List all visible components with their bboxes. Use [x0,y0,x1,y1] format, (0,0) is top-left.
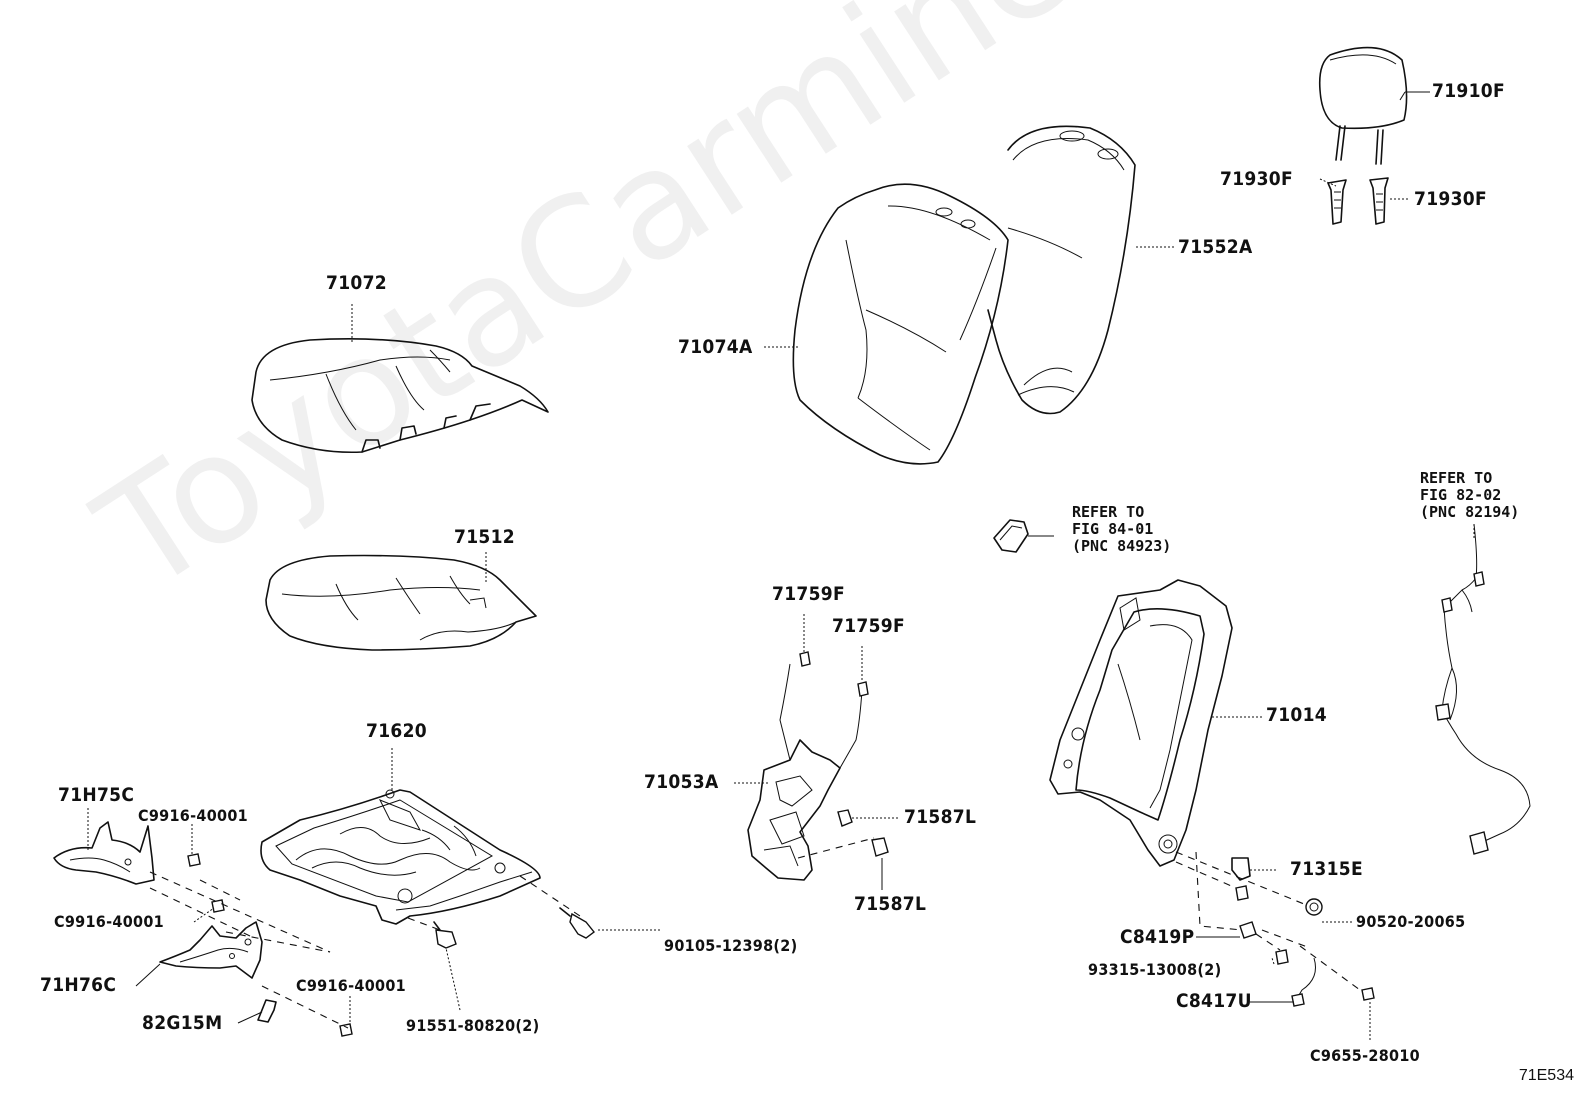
side-cover-upper [53,821,155,885]
small-fasteners [187,853,1375,1037]
label-71074a: 71074A [678,336,753,358]
label-93315-13008: 93315-13008(2) [1088,960,1222,979]
label-71552a: 71552A [1178,236,1253,258]
label-71759f-a: 71759F [772,583,845,605]
seatback-pad [792,183,1009,465]
assembly-lines [149,837,1361,1029]
side-cover-lower [159,921,263,979]
headrest [1318,46,1408,165]
label-c9916-40001-b: C9916-40001 [54,912,164,931]
bracket-82g15m [257,999,277,1023]
label-71h76c: 71H76C [40,974,117,996]
label-c9916-40001-c: C9916-40001 [296,976,406,995]
refer-switch-line1: REFER TO [1072,503,1145,521]
refer-switch-line3: (PNC 84923) [1072,537,1172,555]
label-71587l-b: 71587L [854,893,927,915]
cushion-cover [251,338,549,454]
label-c8419p: C8419P [1120,926,1195,948]
label-71053a: 71053A [644,771,719,793]
headrest-supports [1327,177,1389,225]
label-91551-80820: 91551-80820(2) [406,1016,540,1035]
label-c8417u: C8417U [1176,990,1252,1012]
label-71587l-a: 71587L [904,806,977,828]
wire-harness [1435,523,1531,855]
refer-harness-line3: (PNC 82194) [1420,503,1520,521]
label-71620: 71620 [366,720,427,742]
label-90520-20065: 90520-20065 [1356,912,1466,931]
label-90105-12398: 90105-12398(2) [664,936,798,955]
label-71930f-right: 71930F [1414,188,1487,210]
label-71014: 71014 [1266,704,1327,726]
refer-to-switch: REFER TO FIG 84-01 (PNC 84923) [1072,504,1171,555]
leader-lines [87,91,1475,1040]
label-71910f: 71910F [1432,80,1505,102]
cushion-pad [265,554,537,651]
cushion-frame [260,789,541,925]
diagram-code: 71E534 [1518,1067,1574,1084]
lumbar-support [747,651,889,881]
label-71759f-b: 71759F [832,615,905,637]
refer-switch-line2: FIG 84-01 [1072,520,1154,538]
seatback-cover [987,125,1136,415]
refer-harness-line2: FIG 82-02 [1420,486,1502,504]
label-71315e: 71315E [1290,858,1363,880]
label-71930f-left: 71930F [1220,168,1293,190]
label-c9655-28010: C9655-28010 [1310,1046,1420,1065]
switch-part [993,519,1029,553]
label-71072: 71072 [326,272,387,294]
label-71512: 71512 [454,526,515,548]
refer-to-harness: REFER TO FIG 82-02 (PNC 82194) [1420,470,1519,521]
label-71h75c: 71H75C [58,784,135,806]
seatback-frame [1049,579,1233,867]
label-c9916-40001-a: C9916-40001 [138,806,248,825]
refer-harness-line1: REFER TO [1420,469,1493,487]
label-82g15m: 82G15M [142,1012,223,1034]
